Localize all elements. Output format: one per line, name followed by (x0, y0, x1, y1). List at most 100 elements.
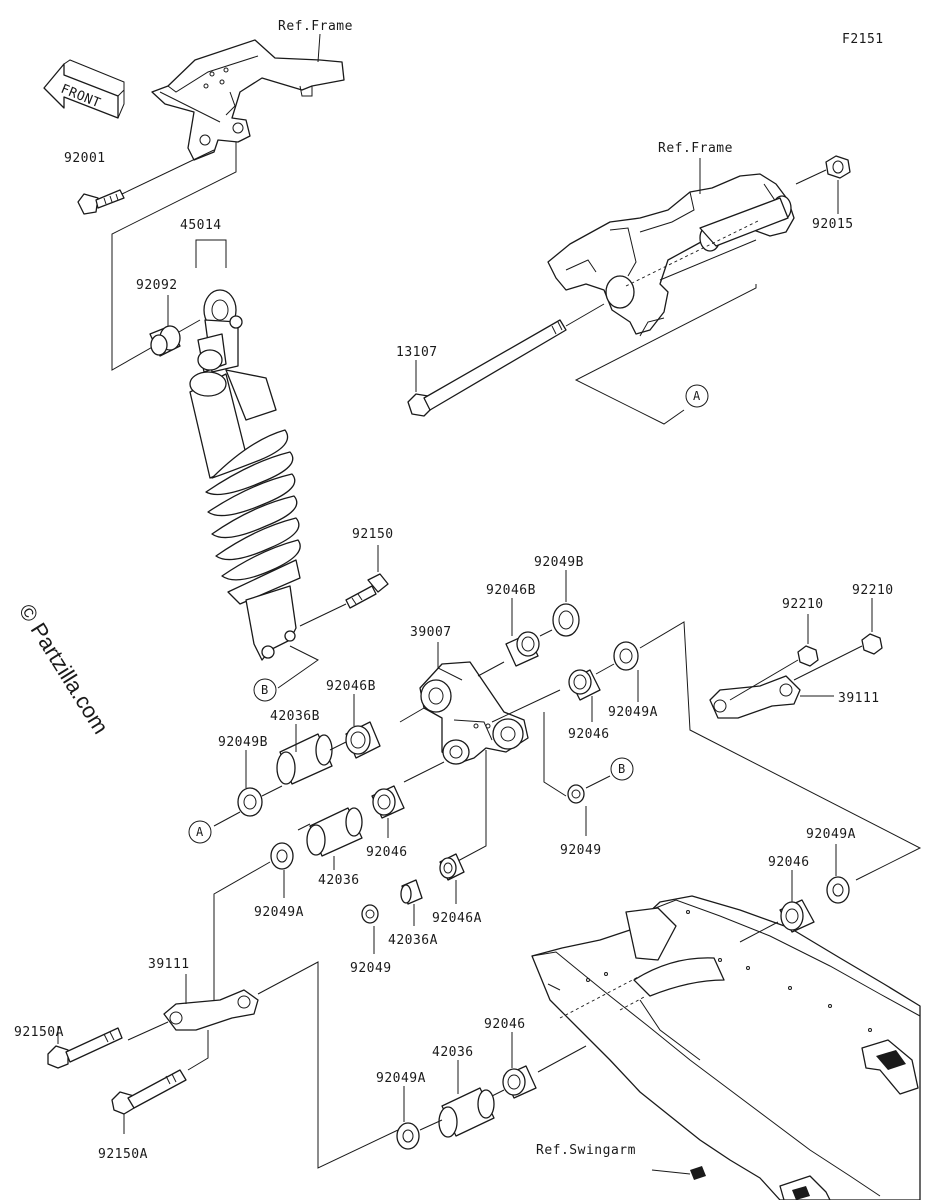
tie-rod-39111-right: 39111 (709, 645, 880, 719)
lead-92049A-to-42036 (297, 823, 311, 831)
part-label-92049A-left: 92049A (254, 905, 304, 920)
seal-92049-mid: 92049 (560, 784, 601, 858)
part-label-42036A: 42036A (388, 933, 438, 948)
nut-92015: 92015 (795, 155, 854, 232)
collar-42036B: 42036B (270, 709, 333, 785)
part-label-92049-low: 92049 (350, 961, 392, 976)
lead-rocker-bottom (403, 761, 445, 783)
part-label-92150A-top: 92150A (14, 1025, 64, 1040)
part-label-92046-low: 92046 (484, 1017, 526, 1032)
rear-shock-absorber-45014: 45014 92092 (136, 218, 301, 661)
collar-42036-center: 42036 (306, 807, 363, 888)
part-label-92046-mid: 92046 (568, 727, 610, 742)
swingarm: Ref.Swingarm (531, 895, 921, 1200)
lead-92046-to-92049A (595, 663, 615, 675)
part-label-92150A-bottom: 92150A (98, 1147, 148, 1162)
lead-92046-low-to-swingarm (537, 1045, 587, 1073)
part-label-92049A-right: 92049A (806, 827, 856, 842)
bolt-92150A-bottom: 92150A (98, 1069, 187, 1162)
part-label-92049B-left: 92049B (218, 735, 268, 750)
needle-bearing-92046B-left: 92046B (326, 679, 381, 759)
lead-to-callout-a-left (213, 811, 241, 827)
part-label-92210-a: 92210 (782, 597, 824, 612)
lead-rocker-top (477, 661, 505, 677)
collar-42036-low: 42036 (432, 1045, 495, 1138)
callout-b-right: B (610, 757, 634, 781)
part-label-92046A: 92046A (432, 911, 482, 926)
lead-rocker-to-92046A (455, 750, 487, 863)
part-label-92001: 92001 (64, 151, 106, 166)
lead-42036-low-to-92046 (491, 1089, 505, 1097)
frame-lower-section: Ref.Frame (547, 141, 795, 337)
part-label-92049B-top: 92049B (534, 555, 584, 570)
part-label-92210-b: 92210 (852, 583, 894, 598)
svg-text:B: B (618, 762, 625, 776)
callout-b-left: B (253, 678, 277, 702)
needle-bearing-92046-mid: 92046 (568, 669, 610, 742)
lead-92049A-low-to-42036 (419, 1119, 443, 1131)
lead-42036B-to-92046B (329, 741, 347, 751)
part-label-42036-center: 42036 (318, 873, 360, 888)
ref-swingarm-label: Ref.Swingarm (536, 1143, 636, 1158)
nut-92210-b: 92210 (852, 583, 894, 655)
nut-92210-a: 92210 (782, 597, 824, 667)
ref-frame-top-label: Ref.Frame (278, 19, 353, 34)
lead-92046-right-to-swingarm (739, 921, 779, 943)
lead-92150A-top (127, 1021, 169, 1041)
part-label-92049A-low: 92049A (376, 1071, 426, 1086)
part-label-92046-right: 92046 (768, 855, 810, 870)
seal-92049B-top: 92049B (534, 555, 584, 637)
shock-spring (205, 429, 301, 605)
part-label-39111-right: 39111 (838, 691, 880, 706)
part-label-45014: 45014 (180, 218, 222, 233)
front-arrow-icon: FRONT (43, 59, 125, 119)
frame-upper-bracket: Ref.Frame (151, 19, 353, 161)
tie-rod-39111-left: 39111 (148, 957, 259, 1031)
pivot-guide-line (659, 239, 757, 281)
seal-92049A-mid: 92049A (608, 641, 658, 720)
rocker-arm-39007: 39007 (410, 625, 529, 765)
lead-to-callout-a-top (574, 284, 757, 425)
lead-92150A-bottom (187, 1030, 209, 1071)
part-label-92015: 92015 (812, 217, 854, 232)
part-label-92046B-left: 92046B (326, 679, 376, 694)
needle-bearing-92046-center: 92046 (366, 785, 408, 860)
bolt-92001: 92001 (64, 149, 215, 215)
needle-bearing-92046-right: 92046 (768, 855, 815, 933)
callout-a-top: A (685, 384, 709, 408)
part-label-13107: 13107 (396, 345, 438, 360)
lead-rocker-right (491, 689, 561, 723)
callout-a-left: A (188, 820, 212, 844)
lead-to-callout-b-right (585, 775, 611, 789)
part-label-39007: 39007 (410, 625, 452, 640)
seal-92049-low: 92049 (350, 904, 392, 976)
seal-92049A-right: 92049A (806, 827, 856, 904)
diagram-code: F2151 (842, 32, 884, 47)
svg-text:B: B (261, 683, 268, 697)
seal-92049A-left: 92049A (254, 842, 304, 920)
part-label-92150: 92150 (352, 527, 394, 542)
seal-92049A-low: 92049A (376, 1071, 426, 1150)
part-label-92049A-mid: 92049A (608, 705, 658, 720)
needle-bearing-92046A: 92046A (432, 853, 482, 926)
part-label-92046-center: 92046 (366, 845, 408, 860)
collar-42036A: 42036A (388, 879, 438, 948)
seal-92049B-left: 92049B (218, 735, 268, 817)
part-label-42036B: 42036B (270, 709, 320, 724)
pivot-shaft-13107: 13107 (396, 303, 605, 417)
part-label-42036-low: 42036 (432, 1045, 474, 1060)
bolt-92150: 92150 (299, 527, 394, 627)
lead-92049B-to-42036B (261, 785, 283, 797)
bracket-line (111, 142, 237, 371)
lead-92046B-to-92049B (539, 629, 553, 637)
needle-bearing-92046-low: 92046 (484, 1017, 537, 1099)
lead-to-92049-mid (543, 712, 567, 797)
needle-bearing-92046B-top: 92046B (486, 583, 540, 667)
svg-text:A: A (196, 825, 204, 839)
ref-frame-right-label: Ref.Frame (658, 141, 733, 156)
lead-left-lower-chain (257, 961, 399, 1169)
part-label-39111-left: 39111 (148, 957, 190, 972)
svg-text:A: A (693, 389, 701, 403)
